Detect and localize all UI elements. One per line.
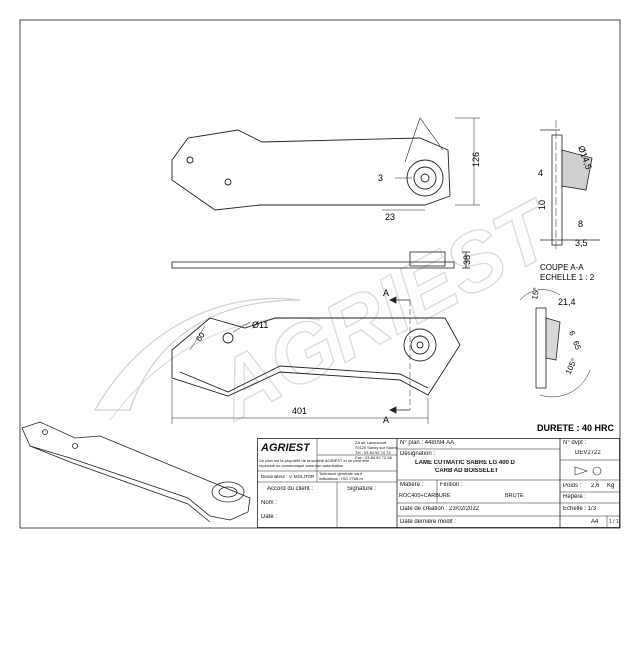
dim-8: 8 bbox=[578, 219, 583, 229]
date-label: Date : bbox=[261, 514, 278, 520]
dim-6: 6 bbox=[567, 330, 577, 338]
matiere-label: Matière : bbox=[400, 482, 424, 488]
name-label: Nom : bbox=[261, 500, 278, 506]
title-block: AGRIEST ZA de Lavoncourt 70120 Savoy sur… bbox=[257, 438, 620, 528]
modified-date: Date dernière modif : bbox=[400, 519, 457, 525]
creation-date: Date de création : 23/02/2022 bbox=[400, 506, 480, 512]
title-block-logo: AGRIEST bbox=[261, 442, 310, 454]
front-view bbox=[171, 317, 461, 397]
top-view bbox=[171, 117, 451, 211]
dim-21-4: 21,4 bbox=[558, 297, 576, 307]
client-agreement: Accord du client : bbox=[267, 486, 314, 492]
detail-view bbox=[519, 289, 591, 398]
hardness-label: DURETE : 40 HRC bbox=[537, 423, 615, 433]
dim-10: 10 bbox=[537, 200, 547, 210]
section-arrow-bottom bbox=[389, 406, 410, 414]
side-view bbox=[171, 251, 470, 269]
section-view bbox=[540, 120, 600, 250]
poids-value: 2,6 bbox=[591, 483, 600, 489]
dim-60: 60 bbox=[194, 330, 207, 343]
dim-23: 23 bbox=[385, 212, 395, 222]
agriest-watermark: AGRIEST bbox=[93, 182, 571, 439]
format-label: A4 bbox=[591, 519, 599, 525]
repere-label: Repère : bbox=[563, 494, 587, 500]
section-arrow-top bbox=[389, 296, 410, 304]
dim-401: 401 bbox=[292, 406, 307, 416]
dim-65: 65 bbox=[571, 340, 583, 352]
dim-15deg: 15° bbox=[530, 287, 541, 300]
dim-11: Ø11 bbox=[252, 320, 268, 330]
dim-105deg: 105° bbox=[564, 357, 579, 376]
drawing-frame bbox=[19, 19, 621, 529]
front-view-dims bbox=[171, 321, 429, 424]
dim-3-5: 3,5 bbox=[575, 238, 588, 248]
finition-value: BRUTE bbox=[505, 493, 524, 499]
section-title: COUPE A-A bbox=[540, 263, 584, 272]
designation-line-2: CARB AD BOISSELET bbox=[435, 468, 499, 474]
dim-3: 3 bbox=[378, 173, 383, 183]
property-note: Ce plan est la propriété de la société A… bbox=[259, 458, 370, 468]
address: ZA de Lavoncourt 70120 Savoy sur Saône T… bbox=[355, 440, 398, 460]
devis-label: N° dvpt : bbox=[563, 440, 587, 446]
poids-label: Poids : bbox=[563, 483, 582, 489]
section-marker-top: A bbox=[383, 288, 389, 298]
echelle-label: Echelle : 1/3 bbox=[563, 506, 597, 512]
dim-126: 126 bbox=[471, 152, 481, 167]
title-block-grid bbox=[257, 438, 620, 528]
dim-38: 38 bbox=[462, 255, 472, 265]
devis-value: DEV2722 bbox=[575, 450, 601, 456]
isometric-view bbox=[21, 421, 251, 523]
finition-label: Finition : bbox=[440, 482, 463, 488]
designation-line-1: LAME CUTMATIC SABRE LG 400 D bbox=[415, 460, 515, 466]
plan-number: N° plan : 448094 AA bbox=[400, 440, 455, 446]
section-scale: ECHELLE 1 : 2 bbox=[540, 273, 595, 282]
tolerance-note: Tolérance générale sauf indications : IS… bbox=[319, 471, 363, 481]
designation-label: Désignation : bbox=[400, 451, 436, 457]
section-marker-bottom: A bbox=[383, 415, 389, 425]
top-view-dims bbox=[382, 117, 480, 211]
poids-unit: Kg bbox=[607, 483, 615, 489]
dim-4: 4 bbox=[538, 168, 543, 178]
matiere-value: ROC400+CARBURE bbox=[399, 493, 451, 499]
designer-label: Dessinateur : V. MOLITOR bbox=[261, 474, 315, 479]
signature-label: Signature : bbox=[347, 486, 377, 492]
page-label: 1 / 1 bbox=[609, 519, 619, 525]
